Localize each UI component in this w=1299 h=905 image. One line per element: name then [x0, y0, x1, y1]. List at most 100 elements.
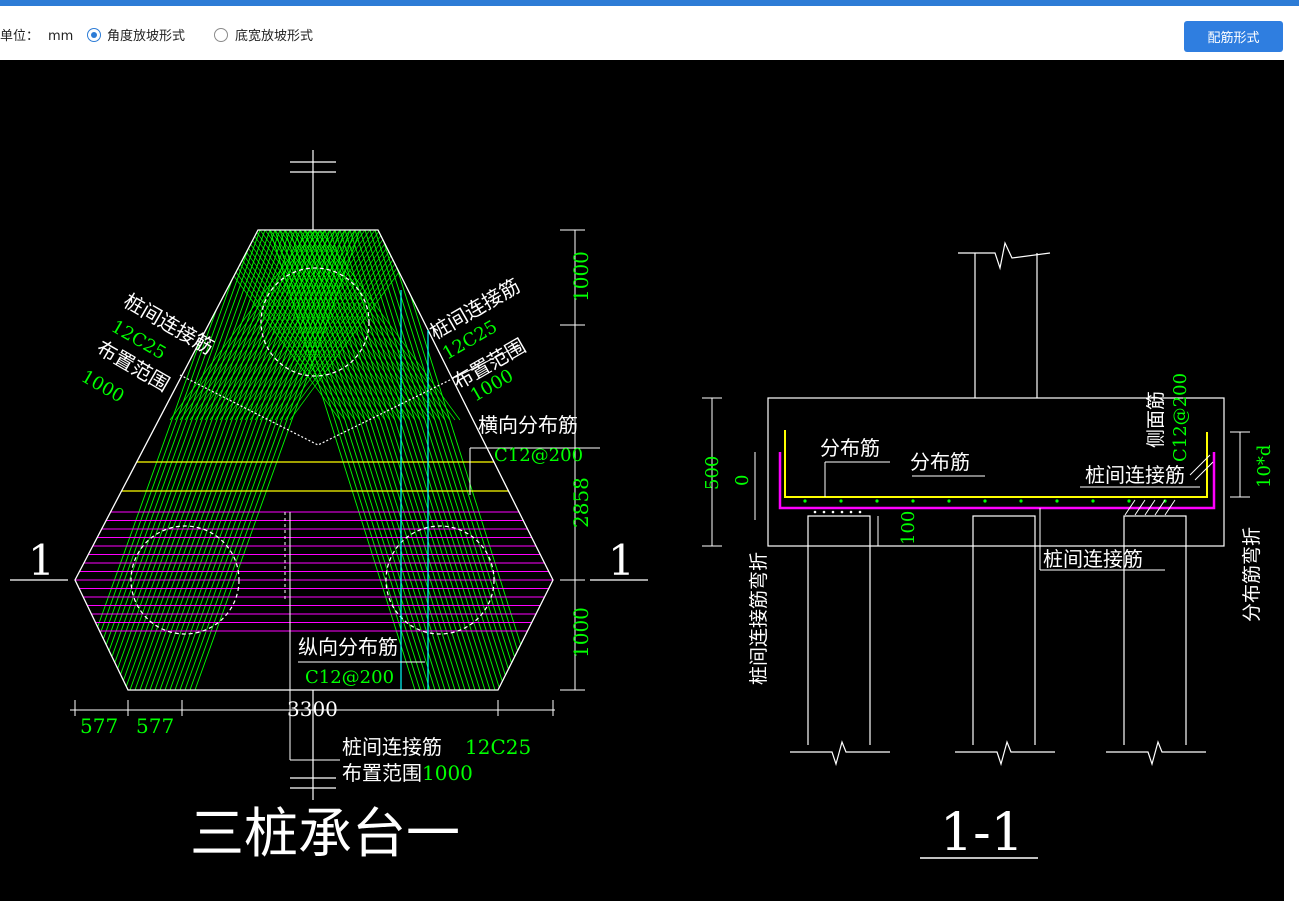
hatch-line [384, 230, 531, 690]
hatch-line [374, 230, 521, 690]
hatch-line [294, 230, 441, 690]
section-pile-rebar-bottom: 桩间连接筋 [1043, 547, 1143, 571]
rebar-dots [803, 499, 1167, 514]
section-dim-500: 500 [702, 456, 723, 490]
right-bend-label: 分布筋弯折 [1241, 527, 1263, 622]
hatch-line [109, 230, 276, 690]
hatch-line [379, 230, 526, 690]
dim-top: 1000 [569, 251, 593, 302]
hatch-line [199, 230, 341, 421]
hatch-line [144, 230, 311, 690]
pile-break-mask-1 [790, 745, 890, 765]
section-pile-left [807, 515, 871, 755]
cad-drawing-canvas[interactable]: 1 1 桩间连接筋 12C25 布置范围 1000 桩间连接筋 12C25 布置… [0, 60, 1284, 901]
side-rebar-name: 侧面筋 [1145, 391, 1167, 448]
rebar-dot [803, 499, 807, 503]
hatch-line [329, 230, 476, 690]
hatch-line [139, 230, 306, 690]
pile-rebar-range-line [179, 374, 461, 446]
hatch-line [319, 230, 466, 690]
plan-title: 三桩承台一 [190, 802, 460, 865]
pile-top [260, 267, 370, 377]
hatch-line [75, 230, 241, 690]
unit-value: mm [48, 29, 74, 44]
hatch-line [219, 230, 361, 421]
right-margin [1284, 60, 1299, 901]
section-dim-10d: 10*d [1254, 445, 1275, 488]
hatch-line [369, 230, 516, 690]
rebar-band-right-diagonal [169, 230, 536, 690]
dim-middle: 2858 [569, 477, 593, 528]
toolbar: 单位： mm 角度放坡形式 底宽放坡形式 配筋形式 [0, 6, 1299, 60]
radio-angle-slope-label[interactable]: 角度放坡形式 [107, 29, 186, 44]
rebar-dot [849, 510, 853, 514]
hatch-line [304, 230, 451, 690]
hatch-line [244, 230, 386, 421]
hatch-line [119, 230, 286, 690]
hatch-line [259, 230, 401, 421]
rebar-dot [1091, 499, 1095, 503]
radio-angle-slope[interactable] [87, 28, 101, 42]
hatch-line [164, 230, 331, 690]
hatch-line [79, 230, 246, 690]
hatch-line [174, 230, 316, 421]
rebar-dot [875, 499, 879, 503]
hatch-line [99, 230, 266, 690]
hatch-line [254, 230, 396, 421]
hatch-line [94, 230, 261, 690]
hatch-line [289, 230, 436, 690]
hatch-line [249, 230, 391, 421]
section-pile-middle [972, 515, 1036, 755]
pile-break-symbol-2 [955, 740, 1055, 767]
hatch-line [129, 230, 296, 690]
rebar-form-button[interactable]: 配筋形式 [1184, 21, 1283, 52]
hatch-line [324, 230, 471, 690]
hatch-line [184, 230, 351, 690]
bottom-rebar-range: 1000 [422, 761, 473, 785]
hatch-line [169, 230, 336, 690]
section-cap-outline [767, 397, 1225, 547]
hatch-line [309, 230, 456, 690]
plan-view: 1 1 桩间连接筋 12C25 布置范围 1000 桩间连接筋 12C25 布置… [10, 150, 648, 865]
cad-drawing-svg: 1 1 桩间连接筋 12C25 布置范围 1000 桩间连接筋 12C25 布置… [10, 150, 1275, 865]
column-break-top [958, 241, 1051, 271]
hatch-line [179, 230, 321, 421]
pile-right [385, 525, 495, 635]
left-bend-label: 桩间连接筋弯折 [748, 552, 770, 685]
rebar-dot [813, 510, 817, 514]
hatch-line [349, 230, 496, 690]
dim-left-a: 577 [80, 714, 118, 738]
pile-break-mask-3 [1106, 745, 1206, 765]
rebar-dot [1055, 499, 1059, 503]
longitudinal-rebar-spec: C12@200 [305, 667, 394, 688]
radio-width-slope[interactable] [214, 28, 228, 42]
pile-cap-outline [74, 229, 554, 691]
hatch-line [359, 230, 506, 690]
hatch-line [84, 230, 251, 690]
hatch-line [169, 230, 311, 421]
rebar-dot [839, 499, 843, 503]
section-pile-rebar-magenta [778, 452, 1216, 510]
hatch-line [364, 230, 511, 690]
dim-left-b: 577 [136, 714, 174, 738]
rebar-dot [1127, 499, 1131, 503]
hatch-line [209, 230, 351, 421]
hatch-line [154, 230, 321, 690]
rebar-dot [831, 510, 835, 514]
rebar-dot [822, 510, 826, 514]
hatch-line [314, 230, 461, 690]
hatch-line [344, 230, 491, 690]
hatch-line [189, 230, 331, 421]
hatch-line [279, 230, 426, 690]
rebar-dot [983, 499, 987, 503]
radio-width-slope-label[interactable]: 底宽放坡形式 [235, 29, 314, 44]
hatch-line [339, 230, 486, 690]
hatch-line [149, 230, 316, 690]
hatch-line [194, 230, 361, 690]
hatch-line [204, 230, 346, 421]
hatch-line [269, 230, 416, 690]
hatch-line [389, 230, 536, 690]
hatch-line [214, 230, 356, 421]
hatch-line [274, 230, 421, 690]
hatch-line [239, 230, 381, 421]
